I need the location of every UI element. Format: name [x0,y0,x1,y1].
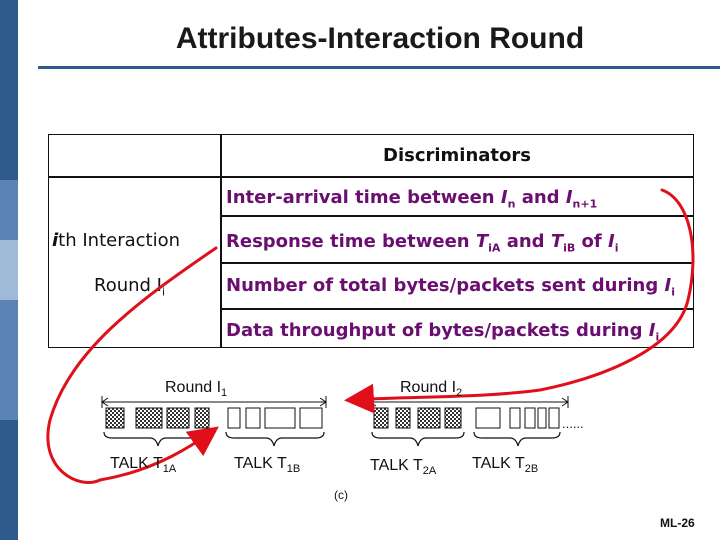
round1-label: Round I1 [165,379,227,399]
round2-packets [373,407,560,429]
interaction-label: ith Interaction [52,230,181,251]
packet-hatched [444,407,462,429]
packet-empty [475,407,501,429]
talk2a-brace [371,431,465,447]
packet-empty [264,407,296,429]
row-total-bytes: Number of total bytes/packets sent durin… [226,275,675,299]
packet-empty [524,407,536,429]
table-row-divider-1 [220,215,694,217]
slide-number: ML-26 [660,516,695,530]
packet-hatched [135,407,163,429]
talk1a-label: TALK T1A [110,455,177,475]
table-column-divider [220,134,222,348]
row-inter-arrival-time: Inter-arrival time between In and In+1 [226,187,598,211]
figure-caption: (c) [334,488,348,502]
packet-empty [537,407,547,429]
packet-empty [227,407,241,429]
talk2a-label: TALK T2A [370,457,437,477]
row-response-time: Response time between TiA and TiB of Ii [226,231,619,255]
continuation-ellipsis: ...... [562,416,584,431]
sidebar-segment-1 [0,180,18,240]
sidebar-segment-3 [0,300,18,420]
talk1b-label: TALK T1B [234,455,300,475]
packet-hatched [105,407,125,429]
sidebar-segment-top [0,0,18,180]
round2-label: Round I2 [400,379,462,399]
table-row-divider-2 [220,262,694,264]
red-arrow-right [344,188,695,414]
talk2b-brace [473,431,561,447]
talk2b-label: TALK T2B [472,455,538,475]
packet-empty [245,407,261,429]
packet-empty [509,407,521,429]
packet-empty [299,407,323,429]
round-label: Round Ii [94,275,166,299]
round1-packets [105,407,323,429]
title-underline [38,66,720,69]
packet-empty [548,407,560,429]
table-row-divider-3 [220,308,694,310]
packet-hatched [373,407,389,429]
slide-title: Attributes-Interaction Round [175,22,585,55]
table-header-discriminators: Discriminators [383,145,531,166]
talk1b-brace [225,431,325,447]
packet-hatched [194,407,210,429]
sidebar-band [0,0,18,540]
packet-hatched [417,407,441,429]
red-arrow-left [46,246,219,484]
sidebar-segment-bottom [0,420,18,540]
attributes-table [48,134,694,348]
row-data-throughput: Data throughput of bytes/packets during … [226,320,660,344]
packet-hatched [395,407,411,429]
round1-span-arrow [101,396,327,408]
sidebar-segment-2 [0,240,18,300]
table-header-divider [48,176,694,178]
packet-hatched [166,407,190,429]
